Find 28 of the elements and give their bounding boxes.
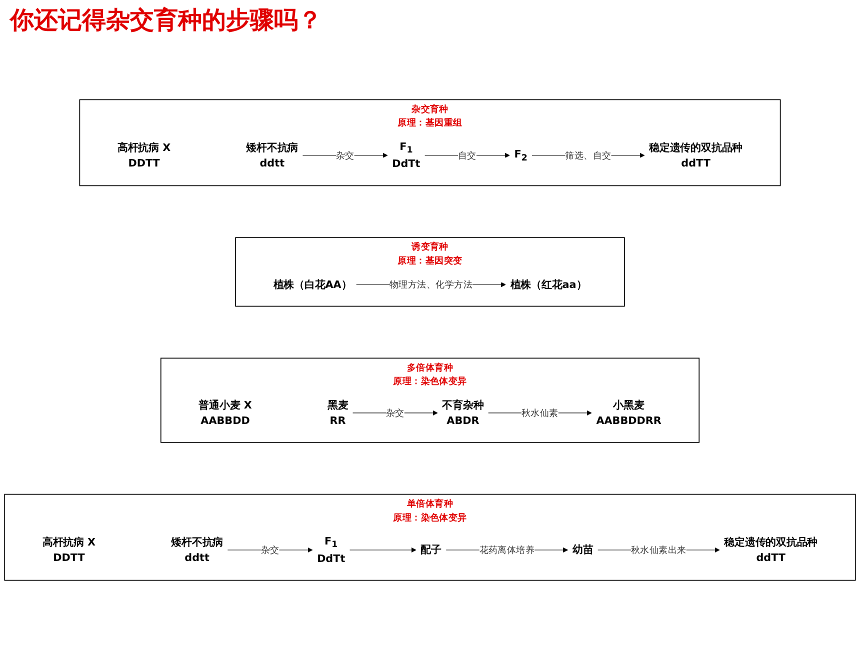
node-text: 植株（红花aa） bbox=[510, 278, 587, 291]
edge-label: 秋水仙素出来 bbox=[630, 544, 686, 556]
node-text: 幼苗 bbox=[572, 544, 594, 556]
node-text: F$_{1}$ DdTt bbox=[317, 535, 346, 565]
node-text: 小黑麦 AABBDDRR bbox=[596, 399, 662, 427]
edge-label: 自交 bbox=[458, 150, 476, 161]
node-text: 矮杆不抗病 ddtt bbox=[246, 142, 298, 170]
edge-label: 物理方法、化学方法 bbox=[390, 278, 473, 290]
edge-label: 秋水仙素 bbox=[522, 407, 558, 418]
node-text: 配子 bbox=[420, 544, 442, 556]
edge-label: 杂交 bbox=[336, 150, 354, 161]
node-text: 高杆抗病 X DDTT bbox=[117, 142, 171, 170]
edge-label: 花药离体培养 bbox=[479, 544, 535, 556]
node-text: 稳定遗传的双抗品种 ddTT bbox=[724, 536, 818, 564]
node-text: 普通小麦 X AABBDD bbox=[198, 399, 252, 427]
node-text: F$_{2}$ bbox=[514, 148, 528, 163]
arrow bbox=[350, 547, 416, 553]
edge-label: 筛选、自交 bbox=[565, 150, 612, 161]
edge-label: 杂交 bbox=[260, 544, 280, 556]
node-text: F$_{1}$ DdTt bbox=[392, 140, 420, 170]
node-text: 不育杂种 ABDR bbox=[442, 399, 484, 427]
node-text: 矮杆不抗病 ddtt bbox=[171, 536, 224, 564]
title: 你还记得杂交育种的步骤吗？ bbox=[10, 5, 323, 36]
node-text: 稳定遗传的双抗品种 ddTT bbox=[649, 142, 743, 170]
node-text: 高杆抗病 X DDTT bbox=[42, 536, 96, 564]
node-text: 植株（白花AA） bbox=[273, 278, 352, 291]
edge-label: 杂交 bbox=[386, 407, 404, 418]
node-text: 黑麦 RR bbox=[327, 399, 348, 427]
